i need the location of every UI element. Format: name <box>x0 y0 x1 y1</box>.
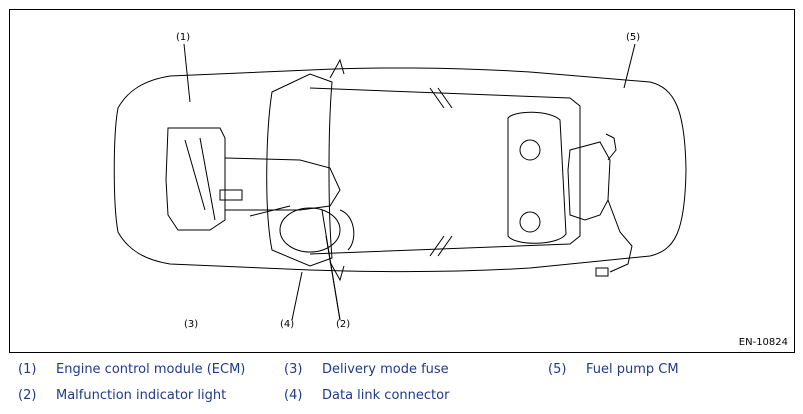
legend-number: (3) <box>284 362 303 377</box>
door-line-bottom <box>429 235 445 257</box>
legend-item-3: (3) Delivery mode fuse <box>284 362 449 377</box>
leader-5 <box>623 43 636 89</box>
legend-number: (1) <box>18 362 37 377</box>
leader-2b <box>325 235 341 321</box>
leader-4 <box>291 271 303 321</box>
harness-line-1 <box>607 199 633 273</box>
legend-label: Engine control module (ECM) <box>56 362 246 377</box>
vehicle-diagram <box>113 43 687 321</box>
callout-3: (3) <box>184 319 199 330</box>
instrument-line <box>249 205 291 217</box>
mirror-bottom <box>329 261 345 282</box>
legend-label: Delivery mode fuse <box>322 362 449 377</box>
callout-5: (5) <box>626 32 641 43</box>
car-body-outline <box>113 67 687 273</box>
legend-label: Fuel pump CM <box>586 362 679 377</box>
figure-code: EN-10824 <box>738 337 788 348</box>
legend-item-2: (2) Malfunction indicator light <box>18 388 226 403</box>
door-line-top <box>429 87 445 109</box>
legend-number: (2) <box>18 388 37 403</box>
engine-detail-2 <box>199 137 216 221</box>
callout-2: (2) <box>336 319 351 330</box>
rear-seat-area <box>507 111 567 244</box>
transmission <box>224 157 341 211</box>
rear-wheel-bottom <box>519 211 541 233</box>
windshield-outline <box>266 73 333 267</box>
legend-item-1: (1) Engine control module (ECM) <box>18 362 245 377</box>
diagram-frame: (1) (2) (3) (4) (5) EN-10824 <box>9 9 795 353</box>
callout-4: (4) <box>280 319 295 330</box>
legend-number: (4) <box>284 388 303 403</box>
door-line-top-2 <box>437 87 453 109</box>
mirror-top <box>329 58 345 79</box>
cabin-outline <box>309 87 581 255</box>
leader-1 <box>183 43 191 103</box>
legend-item-5: (5) Fuel pump CM <box>548 362 679 377</box>
door-line-bottom-2 <box>437 235 453 257</box>
legend-item-4: (4) Data link connector <box>284 388 449 403</box>
legend-label: Malfunction indicator light <box>56 388 227 403</box>
legend-number: (5) <box>548 362 567 377</box>
engine-detail-1 <box>184 139 206 211</box>
ecm-connector <box>219 189 243 201</box>
engine-block <box>165 127 226 231</box>
pedal-area <box>339 209 355 251</box>
harness-line-2 <box>605 133 617 161</box>
connector-rear <box>595 267 609 277</box>
legend-label: Data link connector <box>322 388 450 403</box>
callout-1: (1) <box>176 32 191 43</box>
rear-wheel-top <box>519 139 541 161</box>
steering-wheel <box>279 207 341 253</box>
fuel-pump-harness <box>567 141 611 221</box>
